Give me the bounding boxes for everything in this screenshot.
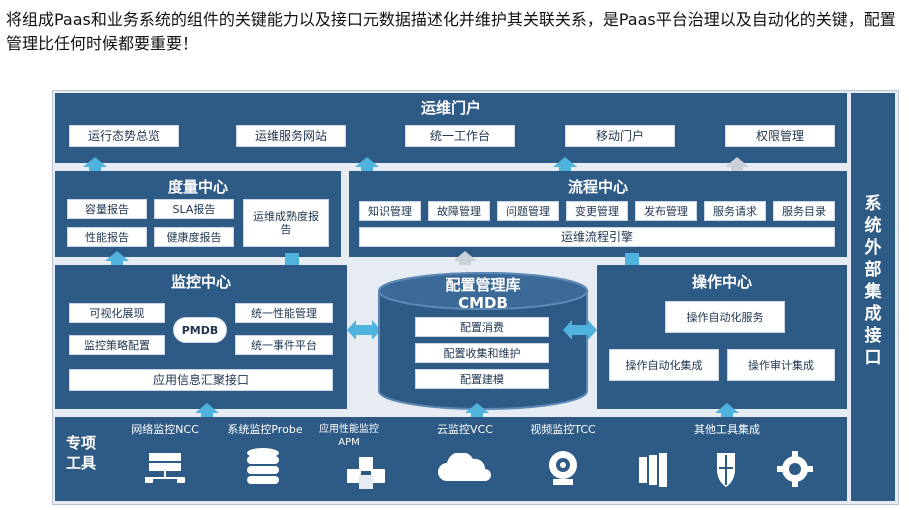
process-item-knowledge[interactable]: 知识管理 — [359, 201, 421, 221]
monitor-pmdb[interactable]: PMDB — [173, 317, 227, 343]
metrics-item-capacity[interactable]: 容量报告 — [67, 199, 147, 219]
portal-item-overview[interactable]: 运行态势总览 — [69, 125, 179, 147]
arrow-cmdb-to-process-stem — [459, 261, 471, 265]
tools-icon[interactable] — [635, 449, 825, 489]
arrow-monitor-cmdb — [347, 320, 381, 340]
cmdb-item-consume[interactable]: 配置消费 — [415, 317, 549, 337]
arrow-tools-to-monitor-stem — [201, 413, 213, 417]
cubes-icon[interactable] — [345, 455, 387, 491]
monitor-title: 监控中心 — [170, 273, 231, 291]
arrow-cmdb-to-process — [453, 251, 477, 261]
tool-label-vcc: 云监控VCC — [437, 423, 493, 436]
portal-item-mobile[interactable]: 移动门户 — [565, 125, 675, 147]
network-icon[interactable] — [145, 451, 185, 485]
arrow-center-to-portal — [355, 157, 379, 167]
tool-label-apm: 应用性能监控APM — [319, 424, 379, 448]
monitor-item-policy[interactable]: 监控策略配置 — [69, 335, 165, 355]
arrow-tools-to-monitor — [195, 403, 219, 413]
portal-item-service-site[interactable]: 运维服务网站 — [236, 125, 346, 147]
arrow-monitor-to-metrics-1-stem — [111, 261, 123, 265]
arrow-metrics-to-portal-stem — [89, 167, 101, 171]
process-item-problem[interactable]: 问题管理 — [497, 201, 559, 221]
arrow-center-to-portal-stem — [361, 167, 373, 171]
database-icon[interactable] — [245, 447, 281, 487]
ops-item-automation-integration[interactable]: 操作自动化集成 — [609, 349, 719, 381]
monitor-block: 监控中心 可视化展现 监控策略配置 PMDB 统一性能管理 统一事件平台 应用信… — [55, 265, 347, 409]
process-item-incident[interactable]: 故障管理 — [428, 201, 490, 221]
cmdb-item-collect[interactable]: 配置收集和维护 — [415, 343, 549, 363]
tool-label-tcc: 视频监控TCC — [530, 423, 596, 436]
process-item-change[interactable]: 变更管理 — [566, 201, 628, 221]
monitor-item-event[interactable]: 统一事件平台 — [235, 335, 333, 355]
arrow-tools-to-cmdb — [465, 403, 489, 413]
arrow-monitor-to-metrics-2 — [285, 253, 299, 267]
portal-title: 运维门户 — [420, 99, 481, 117]
process-title: 流程中心 — [567, 178, 628, 196]
metrics-item-performance[interactable]: 性能报告 — [67, 227, 147, 247]
camera-icon[interactable] — [545, 449, 581, 489]
ops-block: 操作中心 操作自动化服务 操作自动化集成 操作审计集成 — [597, 265, 847, 409]
arrow-ops-to-portal-stem — [731, 167, 743, 171]
arrow-ops-to-process — [625, 253, 639, 267]
process-block: 流程中心 知识管理 故障管理 问题管理 变更管理 发布管理 服务请求 服务目录 … — [349, 171, 847, 257]
arrow-metrics-to-portal — [83, 157, 107, 167]
tools-title: 专项工具 — [65, 434, 96, 472]
tool-label-others: 其他工具集成 — [694, 423, 760, 436]
arrow-tools-to-ops — [715, 403, 739, 413]
cmdb-item-model[interactable]: 配置建模 — [415, 369, 549, 389]
tool-label-ncc: 网络监控NCC — [131, 423, 199, 436]
ops-title: 操作中心 — [691, 273, 752, 291]
portal-item-permission[interactable]: 权限管理 — [725, 125, 835, 147]
tools-block: 专项工具 网络监控NCC 系统监控Probe 应用性能监控APM 云监控VCC — [55, 417, 847, 501]
arrow-ops-to-portal — [725, 157, 749, 167]
arrow-process-to-portal-stem — [559, 167, 571, 171]
tool-label-probe: 系统监控Probe — [227, 423, 303, 436]
portal-block: 运维门户 运行态势总览 运维服务网站 统一工作台 移动门户 权限管理 — [55, 93, 847, 163]
monitor-item-performance[interactable]: 统一性能管理 — [235, 303, 333, 323]
shield-icon — [717, 453, 735, 487]
caption-text: 将组成Paas和业务系统的组件的关键能力以及接口元数据描述化并维护其关联关系，是… — [6, 10, 896, 53]
monitor-interface[interactable]: 应用信息汇聚接口 — [69, 369, 333, 391]
monitor-item-visualization[interactable]: 可视化展现 — [69, 303, 165, 323]
process-engine[interactable]: 运维流程引擎 — [359, 227, 835, 247]
cloud-icon[interactable] — [437, 453, 493, 483]
arrow-cmdb-ops — [563, 320, 597, 340]
cmdb-title: 配置管理库 — [445, 276, 521, 294]
metrics-item-sla[interactable]: SLA报告 — [154, 199, 234, 219]
ops-item-automation-service[interactable]: 操作自动化服务 — [665, 301, 785, 333]
metrics-block: 度量中心 容量报告 SLA报告 性能报告 健康度报告 运维成熟度报告 — [55, 171, 341, 257]
server-rack-icon — [639, 453, 667, 487]
arrow-monitor-to-metrics-1 — [105, 251, 129, 261]
portal-item-workbench[interactable]: 统一工作台 — [405, 125, 515, 147]
process-item-catalog[interactable]: 服务目录 — [773, 201, 835, 221]
arrow-tools-to-cmdb-stem — [471, 413, 483, 417]
architecture-frame: 运维门户 运行态势总览 运维服务网站 统一工作台 移动门户 权限管理 度量中心 … — [52, 90, 899, 505]
arrow-tools-to-ops-stem — [721, 413, 733, 417]
side-integration-title: 系统外部集成接口 — [864, 194, 882, 368]
metrics-title: 度量中心 — [167, 178, 228, 196]
ops-item-audit-integration[interactable]: 操作审计集成 — [727, 349, 835, 381]
process-item-release[interactable]: 发布管理 — [635, 201, 697, 221]
arrow-process-to-portal — [553, 157, 577, 167]
metrics-item-health[interactable]: 健康度报告 — [154, 227, 234, 247]
cmdb-subtitle: CMDB — [458, 294, 508, 312]
metrics-item-maturity[interactable]: 运维成熟度报告 — [243, 199, 329, 247]
gear-icon — [777, 451, 813, 487]
process-item-request[interactable]: 服务请求 — [704, 201, 766, 221]
side-integration-block: 系统外部集成接口 — [851, 93, 895, 501]
